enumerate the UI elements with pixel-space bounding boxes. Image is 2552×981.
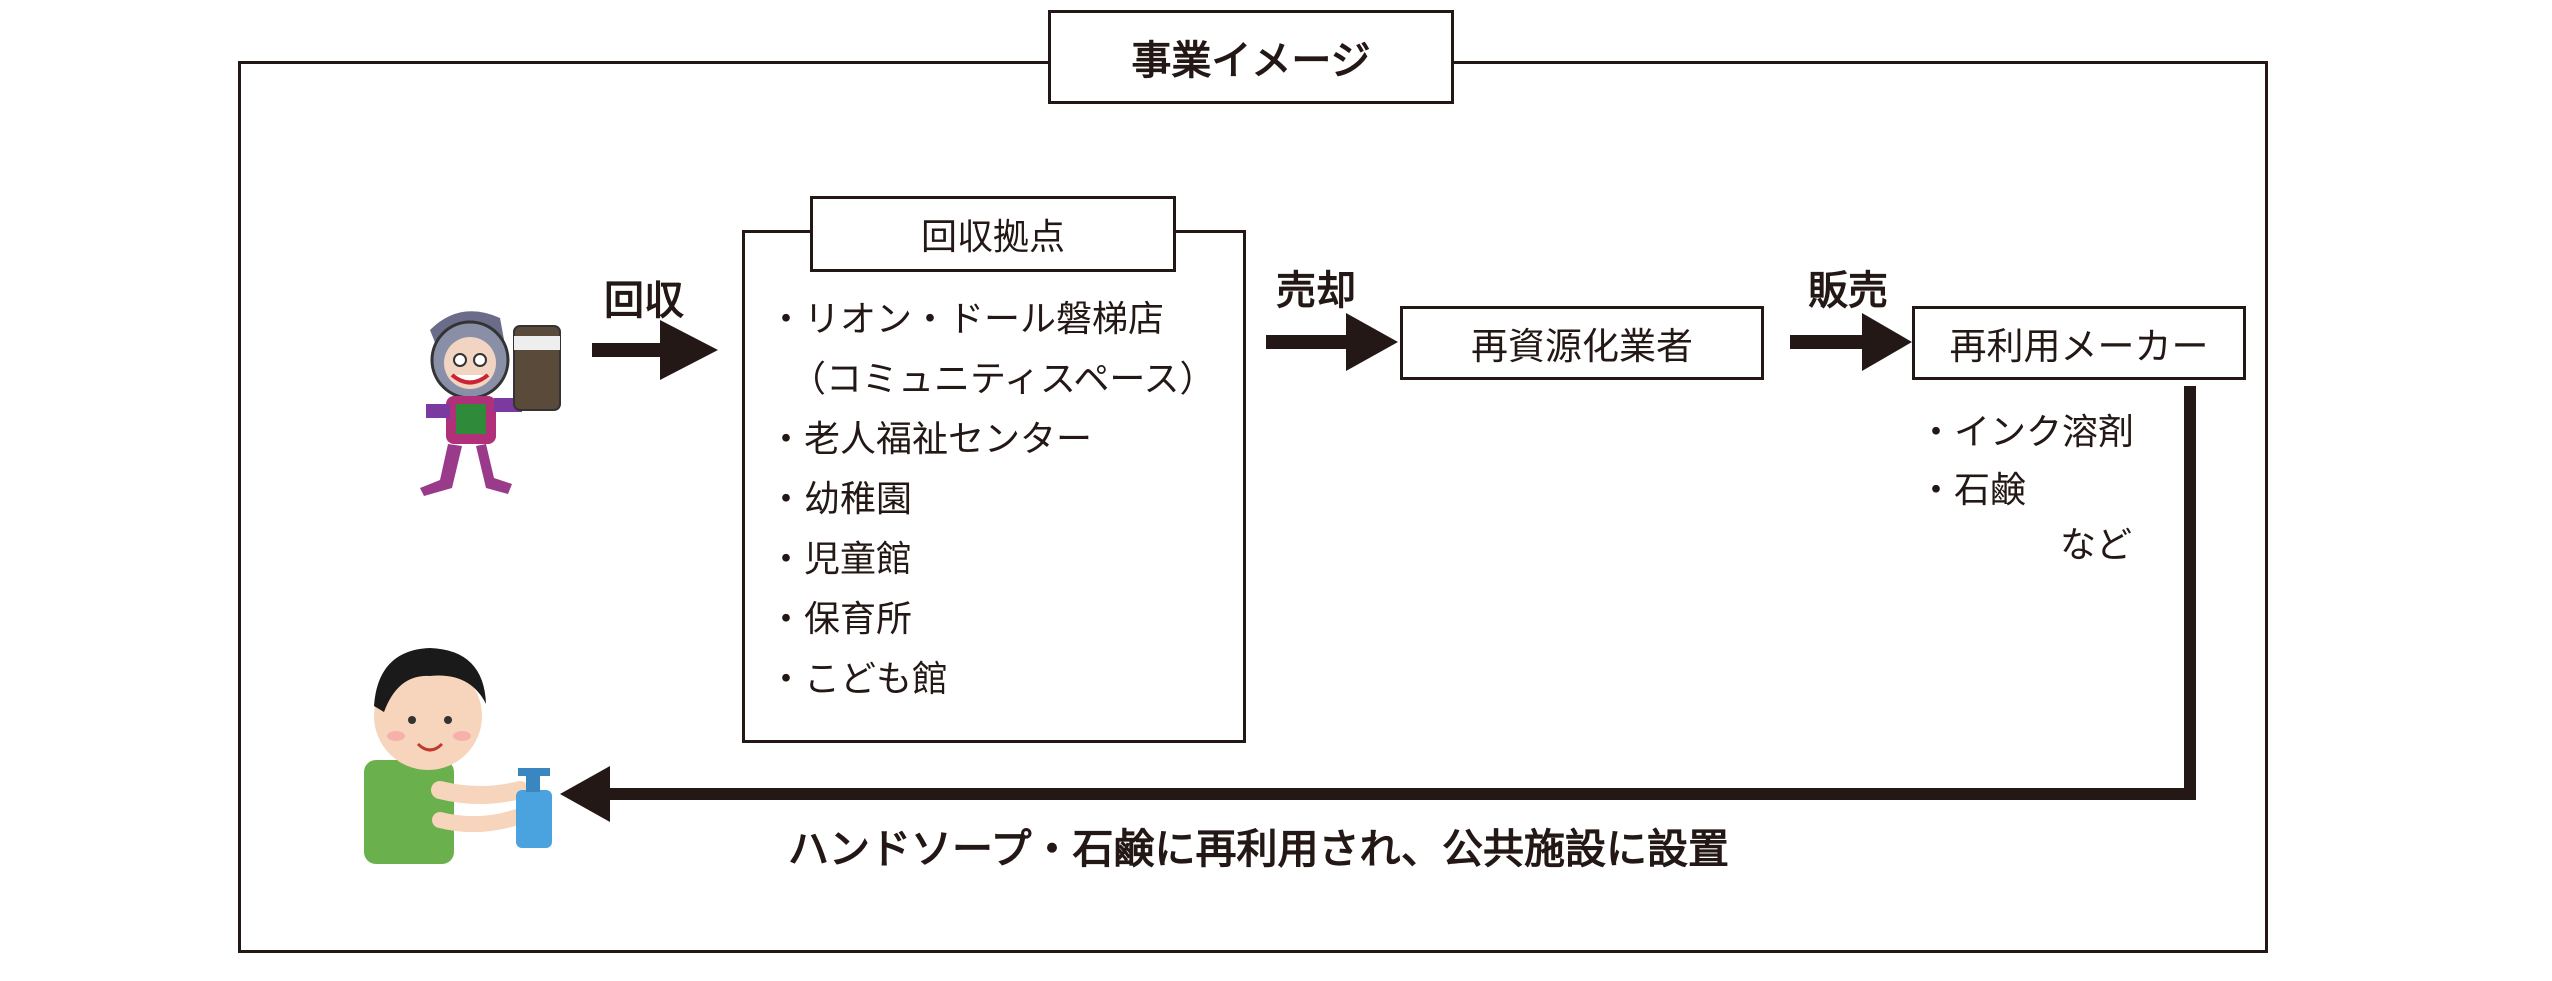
bottom-caption: ハンドソープ・石鹸に再利用され、公共施設に設置 <box>788 825 1729 873</box>
collect-arrow <box>592 320 718 380</box>
collection-hub-label: 回収拠点 <box>810 196 1176 272</box>
product-item: ・インク溶剤 <box>1918 412 2135 453</box>
sell-label: 売却 <box>1276 268 1356 314</box>
hub-item: （コミュニティスペース） <box>790 359 1216 400</box>
hub-item: ・こども館 <box>768 659 949 700</box>
maker-box: 再利用メーカー <box>1912 306 2246 380</box>
sales-label: 販売 <box>1808 268 1888 314</box>
diagram-title: 事業イメージ <box>1048 10 1454 104</box>
product-list: ・インク溶剤 ・石鹸 <box>1918 404 2134 520</box>
mascot-icon <box>420 311 561 496</box>
return-arrow <box>560 386 2196 822</box>
product-item: ・石鹸 <box>1918 470 2027 511</box>
collection-hub-list: ・リオン・ドール磐梯店 （コミュニティスペース） ・老人福祉センター ・幼稚園 … <box>768 290 1216 710</box>
hub-item: ・児童館 <box>768 539 913 580</box>
person-icon <box>364 648 552 864</box>
hub-item: ・リオン・ドール磐梯店 <box>768 299 1165 340</box>
sell-arrow <box>1266 313 1398 371</box>
sales-arrow <box>1790 313 1912 371</box>
hub-item: ・老人福祉センター <box>768 419 1093 460</box>
collect-label: 回収 <box>604 278 684 324</box>
hub-item: ・保育所 <box>768 599 913 640</box>
hub-item: ・幼稚園 <box>768 479 913 520</box>
products-etc: など <box>2060 525 2133 566</box>
recycler-box: 再資源化業者 <box>1400 306 1764 380</box>
